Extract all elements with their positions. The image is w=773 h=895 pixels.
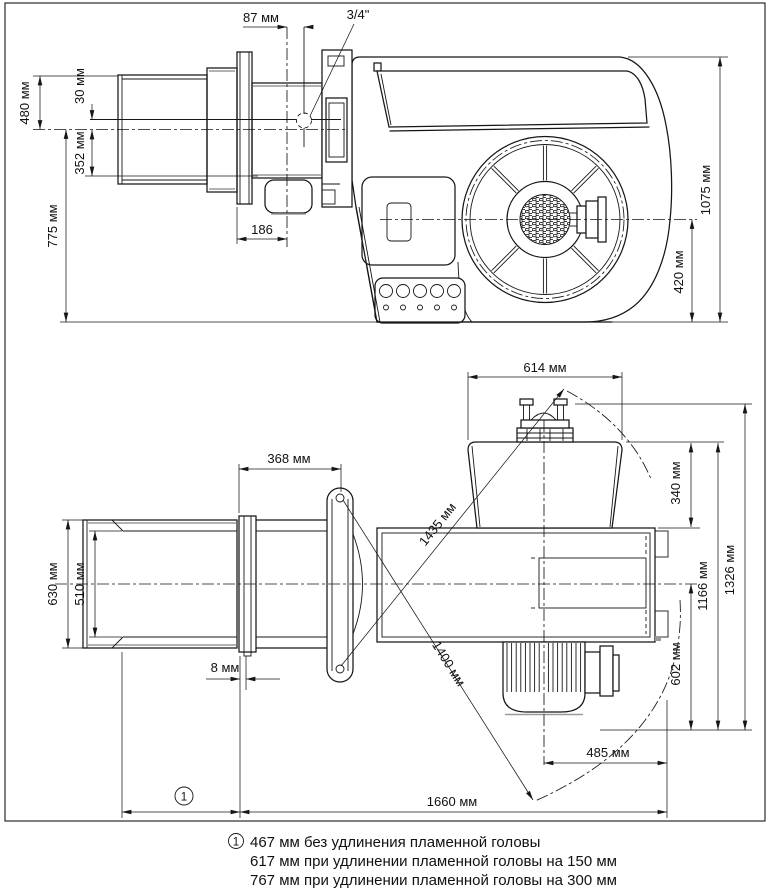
dim-186: 186	[251, 222, 273, 237]
dim-420: 420 мм	[671, 250, 686, 293]
dim-1326: 1326 мм	[722, 545, 737, 595]
dim-485: 485 мм	[586, 745, 629, 760]
hinge-pin-bottom	[335, 664, 345, 674]
control-panel	[355, 176, 466, 324]
dim-3-4-inch: 3/4"	[347, 7, 370, 22]
hood-bolts	[516, 398, 574, 443]
display	[386, 202, 412, 242]
junction-box	[599, 645, 614, 697]
plan-view-dimensions: 614 мм 368 мм 630 мм 510 мм 340 мм 602 м…	[45, 360, 752, 818]
side-view: 87 мм 3/4" 480 мм 30 мм 352 мм 775 мм 18…	[17, 7, 728, 324]
dim-340: 340 мм	[668, 461, 683, 504]
dim-602: 602 мм	[668, 642, 683, 685]
flame-tube	[117, 51, 323, 215]
sight-window	[325, 97, 348, 163]
ref-1-balloon	[174, 786, 194, 806]
footnote-marker: 1	[233, 837, 239, 849]
ref-1-label: 1	[181, 792, 187, 804]
dim-775: 775 мм	[45, 204, 60, 247]
dim-87: 87 мм	[243, 10, 279, 25]
hinge-flange-plan	[326, 487, 363, 683]
hood-plan	[467, 441, 623, 529]
dim-8: 8 мм	[211, 660, 240, 675]
top-view: 1435 мм 1400 мм 614 мм 368 мм 630 мм 510…	[45, 360, 752, 818]
dim-30: 30 мм	[72, 68, 87, 104]
dim-352: 352 мм	[72, 131, 87, 174]
dim-630: 630 мм	[45, 562, 60, 605]
footnote: 1 467 мм без удлинения пламенной головы …	[228, 833, 617, 889]
footnote-line-3: 767 мм при удлинении пламенной головы на…	[250, 872, 617, 889]
housing-plan	[376, 527, 669, 643]
dim-1660: 1660 мм	[427, 794, 477, 809]
dim-368: 368 мм	[267, 451, 310, 466]
footnote-line-1: 467 мм без удлинения пламенной головы	[250, 834, 540, 851]
dim-1075: 1075 мм	[698, 165, 713, 215]
hinge-pin-top	[335, 493, 345, 503]
side-view-axes	[33, 27, 697, 247]
side-view-dimensions: 87 мм 3/4" 480 мм 30 мм 352 мм 775 мм 18…	[17, 7, 728, 323]
button-panel	[374, 277, 466, 324]
dim-614: 614 мм	[523, 360, 566, 375]
bolt-right	[553, 398, 568, 406]
footnote-line-2: 617 мм при удлинении пламенной головы на…	[250, 853, 617, 870]
oil-pump-cover	[264, 179, 313, 214]
cover-plate	[538, 557, 647, 609]
bolt-left	[519, 398, 534, 406]
front-plate	[321, 49, 353, 208]
dim-480: 480 мм	[17, 81, 32, 124]
footnote-marker-circle	[228, 833, 244, 849]
dim-1166: 1166 мм	[695, 561, 710, 611]
dim-510: 510 мм	[72, 562, 87, 605]
plan-view-axes	[55, 420, 700, 765]
test-port-3-4	[296, 112, 312, 129]
air-intake-hood	[373, 62, 650, 132]
